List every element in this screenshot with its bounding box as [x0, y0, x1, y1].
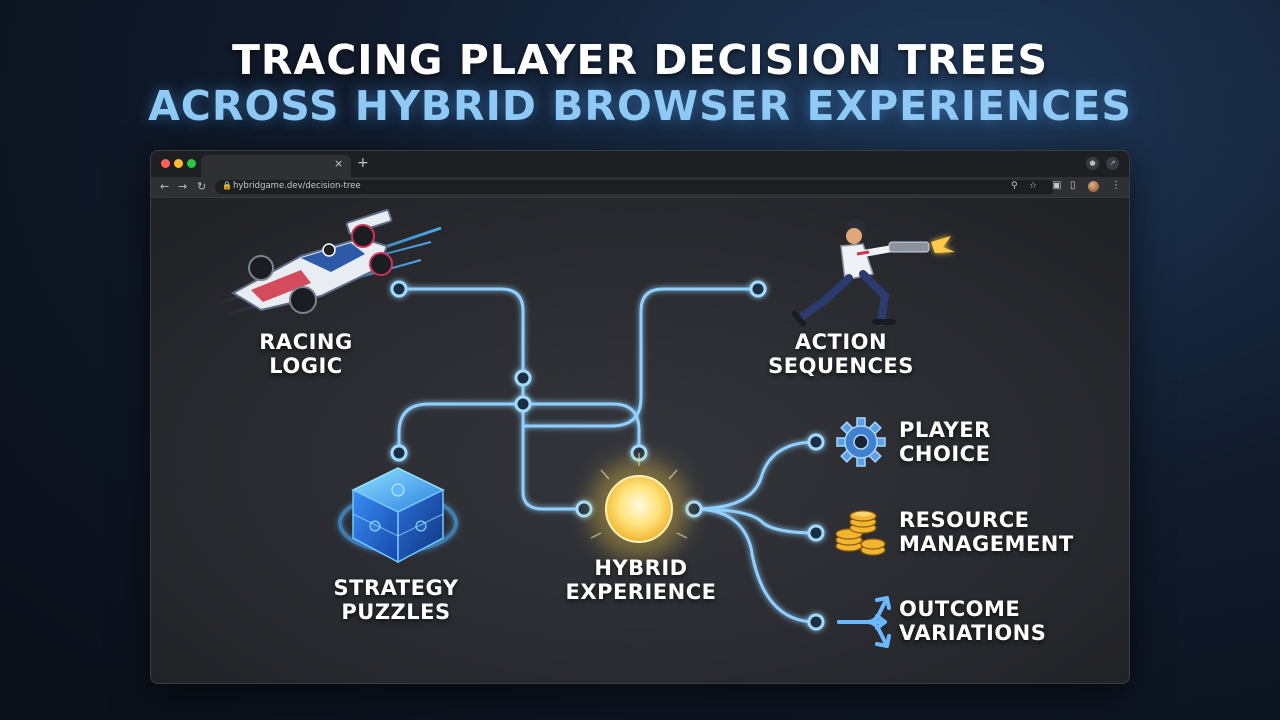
connector-hybrid-top: [521, 402, 641, 455]
reload-icon[interactable]: ↻: [197, 180, 207, 193]
connector-resource: [692, 507, 818, 535]
expand-icon[interactable]: ↗: [1106, 157, 1119, 170]
title-line-2: ACROSS HYBRID BROWSER EXPERIENCES: [148, 82, 1132, 130]
racing-line-1: RACING: [259, 330, 353, 354]
hybrid-line-2: EXPERIENCE: [565, 580, 717, 604]
connector-player: [692, 440, 818, 511]
browser-window: × + ● ↗ ← → ↻ 🔒 hybridgame.dev/decision-…: [150, 150, 1130, 684]
maximize-window-button[interactable]: [187, 159, 196, 168]
node-junction-lower: [514, 395, 532, 413]
strategy-line-2: PUZZLES: [341, 600, 451, 624]
node-junction-upper: [514, 369, 532, 387]
racing-line-2: LOGIC: [269, 354, 343, 378]
connector-racing: [397, 287, 525, 410]
action-line-2: SEQUENCES: [768, 354, 914, 378]
node-outcome-end: [807, 613, 825, 631]
running-shooter-icon: [733, 218, 955, 327]
sidebar-icon[interactable]: ▯: [1070, 180, 1076, 191]
menu-icon[interactable]: ⋮: [1111, 180, 1121, 191]
puzzle-cube-icon: [338, 467, 458, 564]
back-icon[interactable]: ←: [160, 180, 170, 193]
url-text[interactable]: hybridgame.dev/decision-tree: [233, 181, 361, 191]
race-car-icon: [210, 209, 442, 317]
hybrid-experience-label: HYBRID EXPERIENCE: [551, 556, 731, 604]
minimize-window-button[interactable]: [174, 159, 183, 168]
connector-nodes: [390, 280, 825, 631]
address-bar[interactable]: 🔒 hybridgame.dev/decision-tree ⚲ ☆: [215, 180, 1055, 194]
resource-line-2: MANAGEMENT: [899, 532, 1074, 556]
strategy-line-1: STRATEGY: [333, 576, 459, 600]
zoom-icon[interactable]: ⚲: [1011, 181, 1018, 191]
node-strategy-end: [390, 444, 408, 462]
node-hybrid-right: [685, 500, 703, 518]
new-tab-icon[interactable]: +: [357, 155, 369, 171]
node-player-end: [807, 433, 825, 451]
glowing-orb-icon: [589, 453, 689, 559]
branching-arrows-icon: [837, 596, 891, 648]
connector-action: [521, 287, 760, 428]
outcome-line-1: OUTCOME: [899, 597, 1021, 621]
bookmark-star-icon[interactable]: ☆: [1029, 181, 1038, 191]
tab-close-icon[interactable]: ×: [334, 157, 344, 170]
action-line-1: ACTION: [794, 330, 888, 354]
gear-icon: [836, 417, 886, 467]
forward-icon[interactable]: →: [178, 180, 188, 193]
title-line-1: TRACING PLAYER DECISION TREES: [231, 36, 1049, 84]
player-line-2: CHOICE: [899, 442, 991, 466]
browser-toolbar: ← → ↻ 🔒 hybridgame.dev/decision-tree ⚲ ☆…: [151, 177, 1129, 198]
node-action-end: [749, 280, 767, 298]
connector-outcome: [692, 507, 818, 624]
node-resource-end: [807, 524, 825, 542]
coins-icon: [835, 510, 886, 556]
outcome-variations-label: OUTCOME VARIATIONS: [899, 597, 1046, 645]
extensions-icon[interactable]: ●: [1086, 157, 1099, 170]
active-tab[interactable]: [201, 155, 351, 177]
close-window-button[interactable]: [161, 159, 170, 168]
decision-tree-diagram: [210, 209, 955, 648]
node-racing-end: [390, 280, 408, 298]
resource-management-label: RESOURCE MANAGEMENT: [899, 508, 1074, 556]
player-line-1: PLAYER: [899, 418, 991, 442]
node-hybrid-left: [575, 500, 593, 518]
tab-bar: × + ● ↗: [151, 151, 1129, 177]
player-choice-label: PLAYER CHOICE: [899, 418, 991, 466]
lock-icon: 🔒: [222, 181, 232, 190]
action-sequences-label: ACTION SEQUENCES: [751, 330, 931, 378]
hybrid-line-1: HYBRID: [594, 556, 688, 580]
download-icon[interactable]: ▣: [1052, 180, 1062, 191]
page-content: RACING LOGIC ACTION SEQUENCES STRATEGY P…: [151, 198, 1129, 683]
avatar[interactable]: [1088, 181, 1099, 192]
strategy-puzzles-label: STRATEGY PUZZLES: [321, 576, 471, 624]
resource-line-1: RESOURCE: [899, 508, 1030, 532]
outcome-line-2: VARIATIONS: [899, 621, 1047, 645]
racing-logic-label: RACING LOGIC: [246, 330, 366, 378]
